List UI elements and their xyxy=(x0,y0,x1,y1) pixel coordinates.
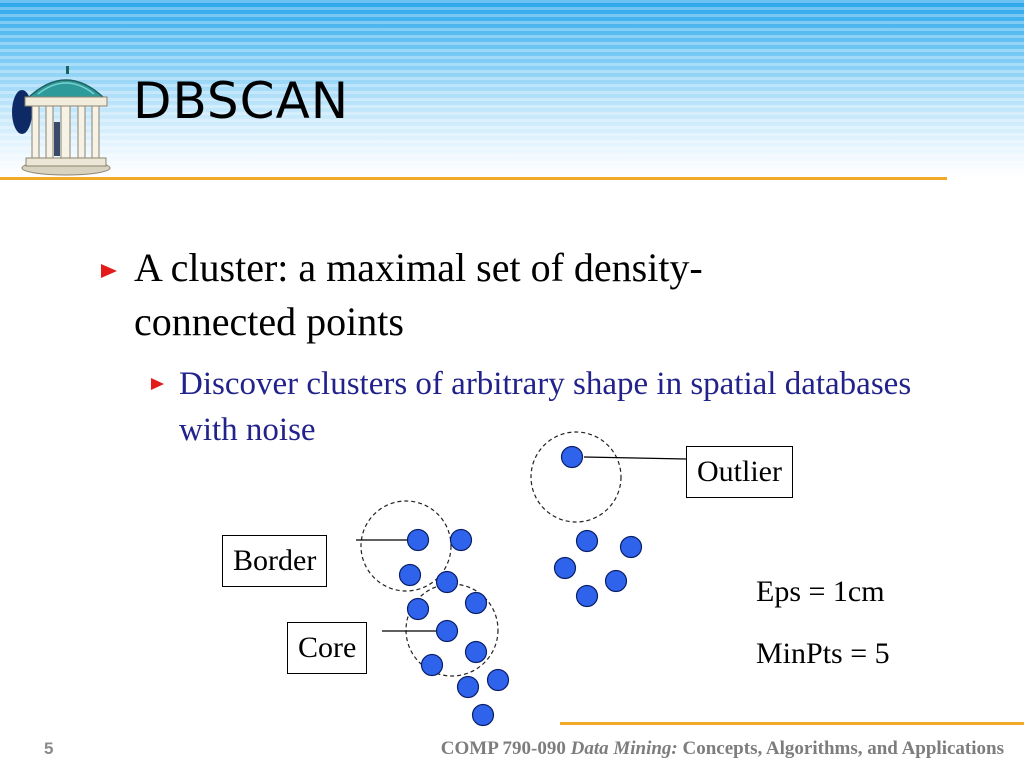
core-point xyxy=(435,619,459,643)
outlier-leader-line xyxy=(583,456,687,460)
point xyxy=(604,569,628,593)
footer-book-title: Data Mining: xyxy=(570,738,678,759)
point xyxy=(619,535,643,559)
eps-parameter: Eps = 1cm xyxy=(756,575,885,608)
title-divider xyxy=(0,177,947,180)
minpts-parameter: MinPts = 5 xyxy=(756,637,890,670)
point xyxy=(398,563,422,587)
point xyxy=(553,556,577,580)
triangle-bullet-icon xyxy=(151,378,164,390)
border-label: Border xyxy=(222,535,328,587)
footer-divider xyxy=(560,722,1024,725)
point xyxy=(464,640,488,664)
eps-neighborhoods xyxy=(360,431,622,677)
old-well-logo xyxy=(12,66,111,176)
point xyxy=(435,570,459,594)
point xyxy=(575,529,599,553)
core-label: Core xyxy=(287,622,368,674)
footer-course: COMP 790-090 xyxy=(440,738,566,759)
page-number: 5 xyxy=(44,739,54,758)
point xyxy=(575,584,599,608)
slide-title: DBSCAN xyxy=(133,72,350,130)
border-point xyxy=(406,528,430,552)
point xyxy=(456,675,480,699)
core-eps-circle xyxy=(405,583,499,677)
point xyxy=(486,668,510,692)
outlier-label: Outlier xyxy=(686,446,793,498)
bullet-text: A cluster: a maximal set of density-conn… xyxy=(134,245,703,344)
outlier-point xyxy=(560,445,584,469)
point xyxy=(420,653,444,677)
footer-subtitle: Concepts, Algorithms, and Applications xyxy=(682,738,1004,759)
sub-bullet-text: Discover clusters of arbitrary shape in … xyxy=(179,366,912,448)
point xyxy=(449,528,473,552)
point xyxy=(406,597,430,621)
triangle-bullet-icon xyxy=(101,264,117,278)
outlier-eps-circle xyxy=(530,431,622,523)
footer-caption: COMP 790-090 Data Mining: Concepts, Algo… xyxy=(441,738,1004,760)
data-points xyxy=(398,445,643,727)
border-eps-circle xyxy=(360,500,452,592)
point xyxy=(464,591,488,615)
header-band xyxy=(0,0,1024,178)
point xyxy=(471,703,495,727)
